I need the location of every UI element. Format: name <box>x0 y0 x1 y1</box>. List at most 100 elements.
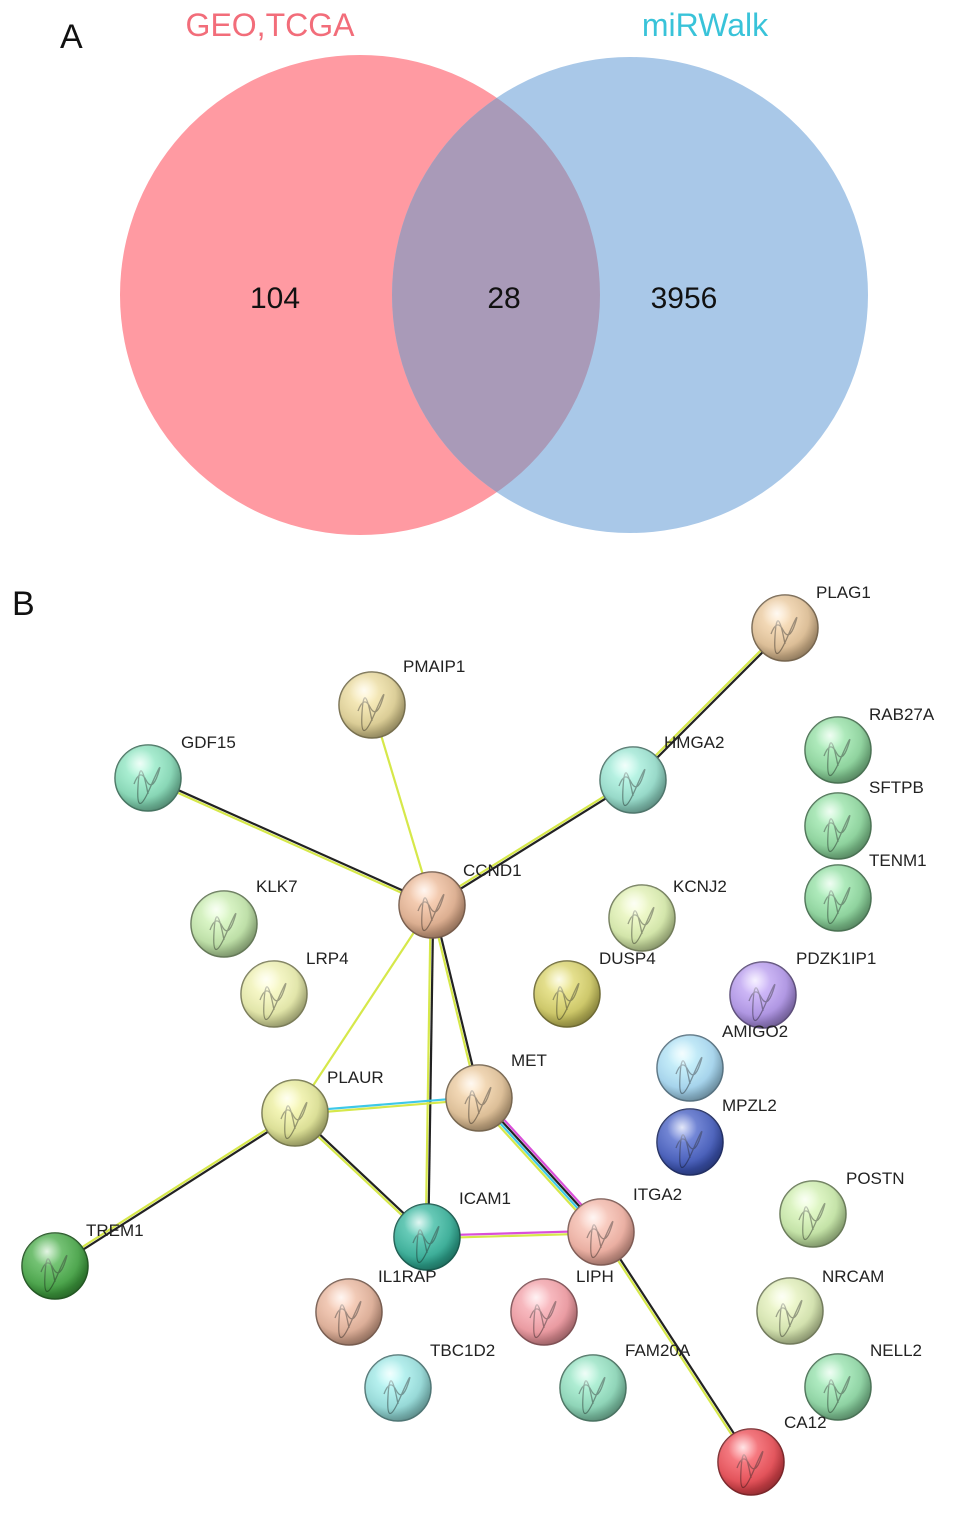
node-label: RAB27A <box>869 705 935 724</box>
node-highlight <box>446 1065 512 1131</box>
edge-evidence-line <box>55 1113 297 1269</box>
node-highlight <box>657 1035 723 1101</box>
node-icam1[interactable]: ICAM1 <box>393 1189 511 1271</box>
node-highlight <box>394 1204 460 1270</box>
node-label: IL1RAP <box>378 1267 437 1286</box>
node-label: LRP4 <box>306 949 349 968</box>
count-right-only: 3956 <box>651 282 718 315</box>
node-rab27a[interactable]: RAB27A <box>804 705 935 784</box>
node-highlight <box>805 1354 871 1420</box>
edge-itga2-ca12 <box>598 1230 754 1464</box>
node-met[interactable]: MET <box>445 1051 547 1132</box>
edge-gdf15-ccnd1 <box>147 775 433 908</box>
node-highlight <box>399 872 465 938</box>
node-hmga2[interactable]: HMGA2 <box>599 733 724 814</box>
node-il1rap[interactable]: IL1RAP <box>315 1267 437 1346</box>
node-label: TBC1D2 <box>430 1341 495 1360</box>
node-label: TREM1 <box>86 1221 144 1240</box>
venn-intersection <box>392 57 600 533</box>
panel-a-venn: A GEO,TCGA miRWalk 104 28 3956 <box>60 7 868 535</box>
node-gdf15[interactable]: GDF15 <box>114 733 236 812</box>
node-fam20a[interactable]: FAM20A <box>559 1341 691 1422</box>
node-label: GDF15 <box>181 733 236 752</box>
edge-evidence-line <box>631 626 785 780</box>
node-label: PLAUR <box>327 1068 384 1087</box>
node-label: MPZL2 <box>722 1096 777 1115</box>
node-label: KLK7 <box>256 877 298 896</box>
node-highlight <box>805 865 871 931</box>
node-highlight <box>262 1080 328 1146</box>
edge-evidence-line <box>294 904 433 1114</box>
edge-ccnd1-plaur <box>294 904 433 1114</box>
edge-plag1-hmga2 <box>631 626 787 782</box>
node-label: POSTN <box>846 1169 905 1188</box>
edge-evidence-line <box>601 1230 754 1462</box>
node-highlight <box>22 1233 88 1299</box>
node-highlight <box>600 747 666 813</box>
node-highlight <box>316 1279 382 1345</box>
edge-evidence-line <box>427 905 435 1238</box>
node-highlight <box>805 717 871 783</box>
node-nell2[interactable]: NELL2 <box>804 1341 922 1421</box>
node-label: AMIGO2 <box>722 1022 788 1041</box>
node-klk7[interactable]: KLK7 <box>190 877 298 958</box>
node-highlight <box>752 595 818 661</box>
node-highlight <box>511 1279 577 1345</box>
edge-evidence-line <box>53 1110 295 1266</box>
node-tbc1d2[interactable]: TBC1D2 <box>364 1341 495 1422</box>
node-highlight <box>560 1355 626 1421</box>
node-itga2[interactable]: ITGA2 <box>567 1185 682 1266</box>
node-label: SFTPB <box>869 778 924 797</box>
node-label: CCND1 <box>463 861 522 880</box>
node-label: MET <box>511 1051 547 1070</box>
node-pdzk1ip1[interactable]: PDZK1IP1 <box>729 949 876 1029</box>
node-sftpb[interactable]: SFTPB <box>804 778 924 860</box>
set-right-title: miRWalk <box>642 7 769 43</box>
edge-hmga2-ccnd1 <box>430 777 635 908</box>
node-plaur[interactable]: PLAUR <box>261 1068 384 1147</box>
node-label: ITGA2 <box>633 1185 682 1204</box>
panel-b-letter: B <box>12 585 35 623</box>
node-label: HMGA2 <box>664 733 724 752</box>
edge-evidence-line <box>598 1232 751 1464</box>
set-left-title: GEO,TCGA <box>186 7 356 43</box>
node-ca12[interactable]: CA12 <box>717 1413 827 1496</box>
node-liph[interactable]: LIPH <box>510 1267 614 1346</box>
node-highlight <box>730 962 796 1028</box>
edge-evidence-line <box>370 704 434 906</box>
node-dusp4[interactable]: DUSP4 <box>533 949 656 1028</box>
node-amigo2[interactable]: AMIGO2 <box>656 1022 788 1102</box>
node-mpzl2[interactable]: MPZL2 <box>656 1096 777 1176</box>
node-nrcam[interactable]: NRCAM <box>756 1267 884 1345</box>
node-label: NELL2 <box>870 1341 922 1360</box>
node-lrp4[interactable]: LRP4 <box>240 949 349 1028</box>
edge-evidence-line <box>432 780 635 908</box>
node-highlight <box>568 1199 634 1265</box>
node-highlight <box>534 961 600 1027</box>
node-plag1[interactable]: PLAG1 <box>751 583 871 662</box>
node-pmaip1[interactable]: PMAIP1 <box>338 657 465 739</box>
edge-pmaip1-ccnd1 <box>370 704 434 906</box>
edge-evidence-line <box>633 628 787 782</box>
node-label: DUSP4 <box>599 949 656 968</box>
edge-evidence-line <box>148 775 433 905</box>
node-tenm1[interactable]: TENM1 <box>804 851 927 932</box>
panel-a-letter: A <box>60 18 83 56</box>
node-trem1[interactable]: TREM1 <box>21 1221 144 1300</box>
node-highlight <box>365 1355 431 1421</box>
node-ccnd1[interactable]: CCND1 <box>398 861 522 939</box>
node-postn[interactable]: POSTN <box>779 1169 905 1248</box>
edge-evidence-line <box>424 904 432 1237</box>
node-highlight <box>115 745 181 811</box>
count-intersection: 28 <box>487 282 520 315</box>
edge-plaur-trem1 <box>53 1110 297 1269</box>
edge-evidence-line <box>430 777 633 905</box>
node-highlight <box>191 891 257 957</box>
node-highlight <box>757 1278 823 1344</box>
node-kcnj2[interactable]: KCNJ2 <box>608 877 727 952</box>
node-highlight <box>609 885 675 951</box>
edge-ccnd1-icam1 <box>424 904 435 1238</box>
node-label: PDZK1IP1 <box>796 949 876 968</box>
